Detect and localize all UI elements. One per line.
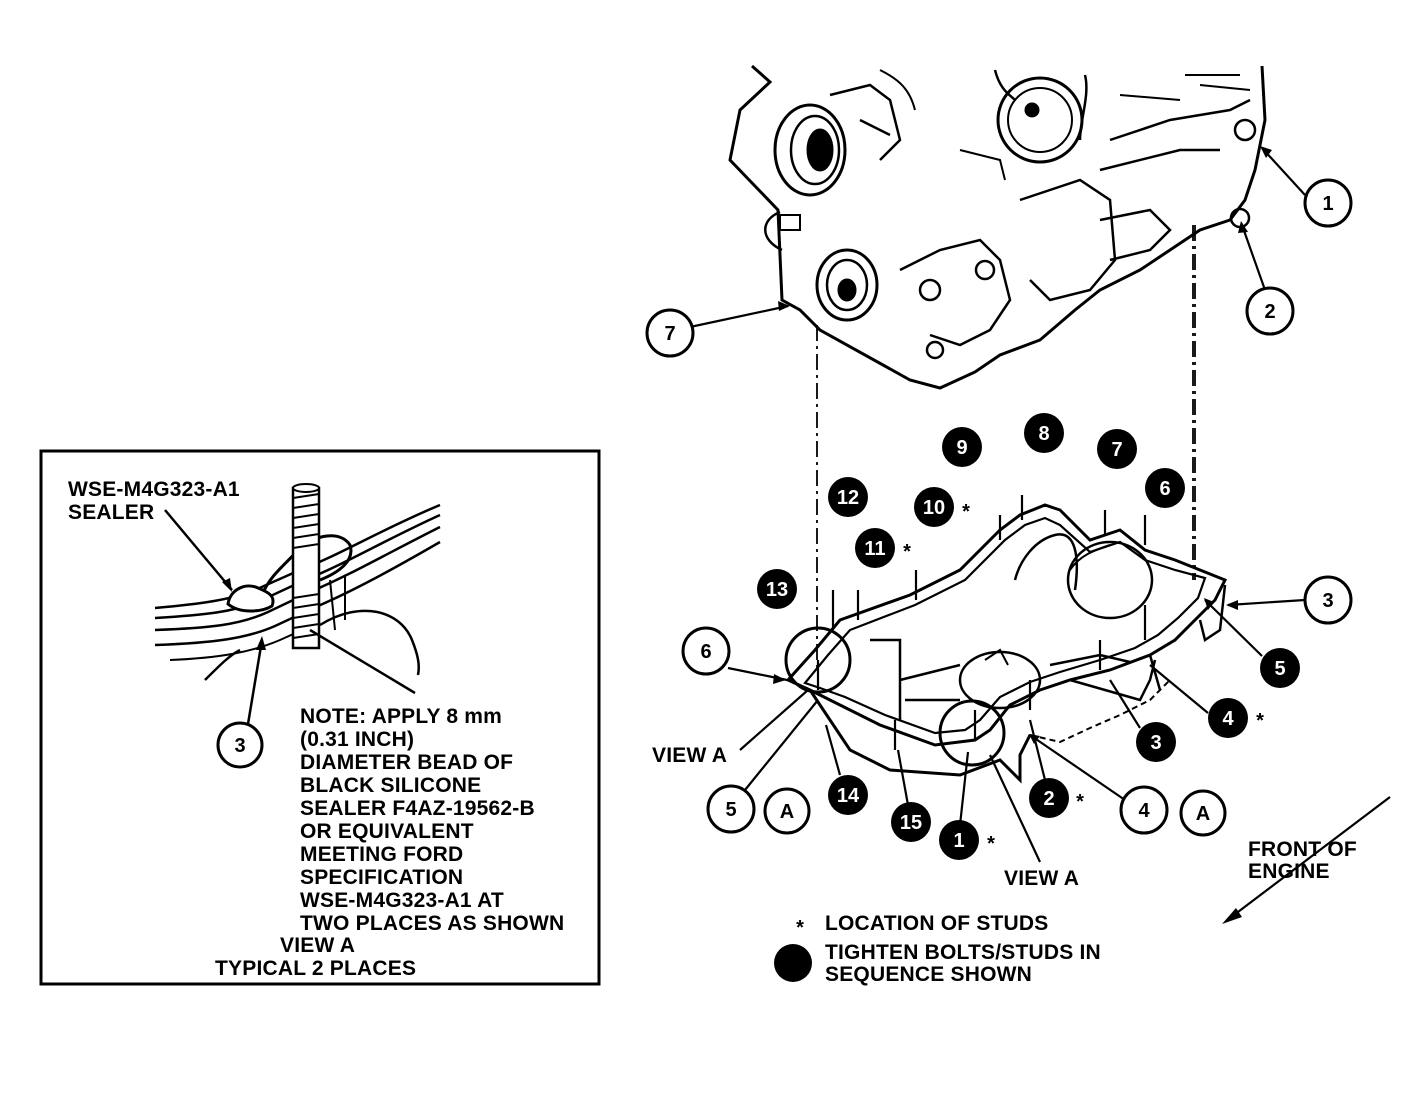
svg-text:7: 7 bbox=[664, 323, 675, 345]
note-line: DIAMETER BEAD OF bbox=[300, 751, 514, 774]
svg-text:A: A bbox=[1196, 803, 1210, 825]
part-callout-1: 1 bbox=[1303, 178, 1353, 228]
svg-text:3: 3 bbox=[234, 735, 245, 757]
stud-mark-1: * bbox=[987, 833, 995, 855]
engine-block bbox=[728, 64, 1267, 390]
svg-text:6: 6 bbox=[700, 641, 711, 663]
sequence-1: 1 bbox=[939, 820, 979, 860]
sequence-15: 15 bbox=[891, 802, 931, 842]
sequence-9: 9 bbox=[942, 427, 982, 467]
svg-text:4: 4 bbox=[1222, 708, 1234, 730]
part-callout-2: 2 bbox=[1245, 286, 1295, 336]
front-of-engine-line1: FRONT OF bbox=[1248, 838, 1357, 861]
timing-gear bbox=[996, 76, 1084, 164]
note-line: SEALER F4AZ-19562-B bbox=[300, 797, 535, 820]
view-letter-right: A bbox=[1179, 789, 1227, 837]
inset-frame bbox=[39, 449, 601, 986]
svg-text:2: 2 bbox=[1043, 788, 1054, 810]
alignment-lines bbox=[816, 225, 1196, 668]
sequence-14: 14 bbox=[828, 775, 868, 815]
note-line: OR EQUIVALENT bbox=[300, 820, 474, 843]
inset-caption-title: VIEW A bbox=[280, 934, 356, 957]
tightening-sequence: 1 2 3 4 5 6 7 8 9 10 11 12 13 14 15 bbox=[757, 413, 1300, 860]
sequence-3: 3 bbox=[1136, 722, 1176, 762]
oil-pan bbox=[784, 495, 1228, 784]
svg-text:5: 5 bbox=[725, 799, 736, 821]
sequence-7: 7 bbox=[1097, 429, 1137, 469]
inset-pan-rail-illustration bbox=[154, 483, 441, 695]
front-of-engine-arrow bbox=[1222, 796, 1391, 924]
svg-text:5: 5 bbox=[1274, 658, 1285, 680]
stud-markers: * * * * * * bbox=[796, 501, 1264, 939]
sequence-10: 10 bbox=[914, 487, 954, 527]
sequence-2: 2 bbox=[1029, 778, 1069, 818]
sequence-13: 13 bbox=[757, 569, 797, 609]
svg-text:1: 1 bbox=[1322, 193, 1333, 215]
sequence-4: 4 bbox=[1208, 698, 1248, 738]
note-line: NOTE: APPLY 8 mm bbox=[300, 705, 502, 728]
svg-text:A: A bbox=[780, 801, 794, 823]
part-callout-4: 4 bbox=[1119, 785, 1169, 835]
sealer-blob bbox=[226, 584, 275, 613]
svg-text:14: 14 bbox=[837, 785, 860, 807]
note-line: SPECIFICATION bbox=[300, 866, 464, 889]
stud-mark-10: * bbox=[962, 501, 970, 523]
view-a-circle-bottom bbox=[938, 699, 1006, 767]
svg-text:11: 11 bbox=[864, 538, 885, 560]
svg-text:3: 3 bbox=[1322, 590, 1333, 612]
sealer-word-label: SEALER bbox=[68, 501, 155, 524]
inset-caption-sub: TYPICAL 2 PLACES bbox=[215, 957, 417, 980]
note-line: WSE-M4G323-A1 AT bbox=[300, 889, 504, 912]
part-callout-5: 5 bbox=[706, 784, 756, 834]
svg-text:2: 2 bbox=[1264, 301, 1275, 323]
inset-note: NOTE: APPLY 8 mm (0.31 INCH) DIAMETER BE… bbox=[300, 705, 564, 935]
sequence-11: 11 bbox=[855, 528, 895, 568]
svg-text:9: 9 bbox=[956, 437, 967, 459]
note-line: TWO PLACES AS SHOWN bbox=[300, 912, 565, 935]
stud-mark-11: * bbox=[903, 541, 911, 563]
view-a-inset: 3 bbox=[39, 449, 601, 986]
svg-text:13: 13 bbox=[766, 579, 788, 601]
inset-callout-3: 3 bbox=[216, 636, 266, 769]
sequence-12: 12 bbox=[828, 477, 868, 517]
legend-tighten-line2: SEQUENCE SHOWN bbox=[825, 963, 1032, 986]
part-callouts: 1 2 7 3 6 5 A 4 A bbox=[645, 178, 1353, 837]
sump-dome bbox=[1066, 540, 1154, 620]
sealer-leader bbox=[164, 509, 233, 591]
svg-text:4: 4 bbox=[1138, 800, 1150, 822]
legend-sequence-dot bbox=[774, 944, 812, 982]
svg-text:7: 7 bbox=[1111, 439, 1122, 461]
svg-text:6: 6 bbox=[1159, 478, 1170, 500]
leader-lines bbox=[689, 147, 1306, 863]
note-line: BLACK SILICONE bbox=[300, 774, 482, 797]
svg-text:15: 15 bbox=[900, 812, 922, 834]
legend-tighten-line1: TIGHTEN BOLTS/STUDS IN bbox=[825, 941, 1101, 964]
legend-studs-text: LOCATION OF STUDS bbox=[825, 912, 1049, 935]
sequence-8: 8 bbox=[1024, 413, 1064, 453]
svg-text:10: 10 bbox=[923, 497, 945, 519]
view-a-label-left: VIEW A bbox=[652, 744, 728, 767]
view-a-label-bottom: VIEW A bbox=[1004, 867, 1080, 890]
view-a-circle-left bbox=[784, 626, 852, 694]
front-of-engine-line2: ENGINE bbox=[1248, 860, 1330, 883]
svg-text:1: 1 bbox=[953, 830, 964, 852]
sealer-code-label: WSE-M4G323-A1 bbox=[68, 478, 240, 501]
note-line: MEETING FORD bbox=[300, 843, 464, 866]
sequence-6: 6 bbox=[1145, 468, 1185, 508]
part-callout-6: 6 bbox=[681, 626, 731, 676]
part-callout-3-right: 3 bbox=[1303, 575, 1353, 625]
legend-stud-mark: * bbox=[796, 917, 804, 939]
svg-text:3: 3 bbox=[1150, 732, 1161, 754]
view-letter-left: A bbox=[763, 787, 811, 835]
svg-text:8: 8 bbox=[1038, 423, 1049, 445]
stud-mark-4: * bbox=[1256, 710, 1264, 732]
svg-text:12: 12 bbox=[837, 487, 859, 509]
sequence-5: 5 bbox=[1260, 648, 1300, 688]
note-line: (0.31 INCH) bbox=[300, 728, 415, 751]
part-callout-7: 7 bbox=[645, 308, 695, 358]
stud-mark-2: * bbox=[1076, 791, 1084, 813]
